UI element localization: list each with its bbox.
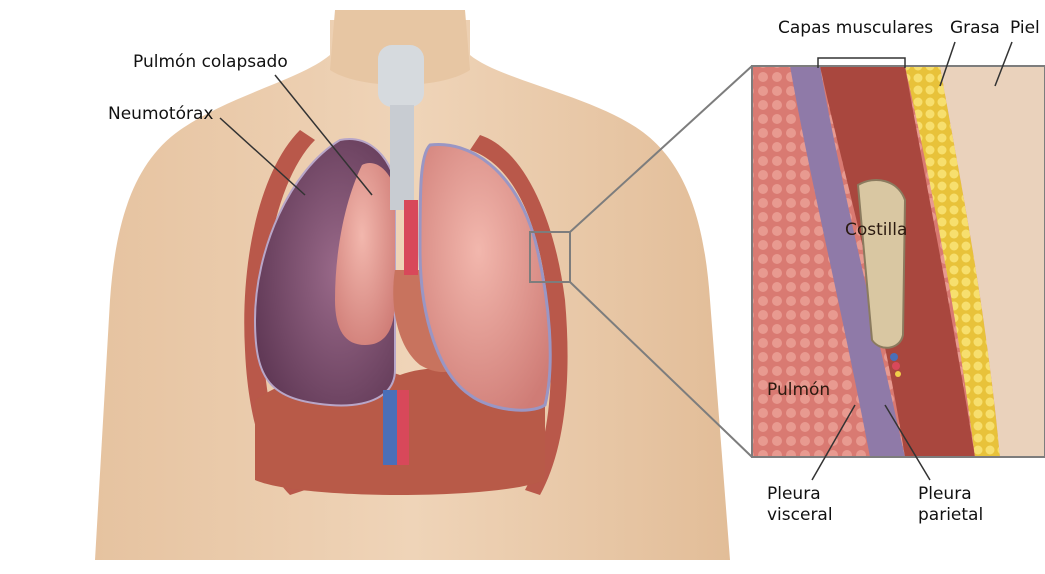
- nerve-vessel-yellow: [895, 371, 901, 377]
- larynx: [378, 45, 424, 107]
- trachea: [390, 105, 414, 210]
- label-parietal-pleura-line1: Pleura: [918, 484, 983, 505]
- label-skin: Piel: [1010, 18, 1040, 39]
- vena-cava: [383, 390, 397, 465]
- label-lung: Pulmón: [767, 380, 830, 401]
- nerve-vessel-red: [892, 362, 900, 370]
- label-fat: Grasa: [950, 18, 1000, 39]
- label-visceral-pleura-line2: visceral: [767, 505, 833, 526]
- label-visceral-pleura: Pleura visceral: [767, 484, 833, 526]
- label-visceral-pleura-line1: Pleura: [767, 484, 833, 505]
- label-rib: Costilla: [845, 220, 907, 241]
- label-parietal-pleura: Pleura parietal: [918, 484, 983, 526]
- label-pneumothorax: Neumotórax: [108, 104, 213, 125]
- aorta: [397, 390, 409, 465]
- label-collapsed-lung: Pulmón colapsado: [133, 52, 288, 73]
- nerve-vessel-blue: [890, 353, 898, 361]
- label-muscle-layers: Capas musculares: [778, 18, 933, 39]
- label-parietal-pleura-line2: parietal: [918, 505, 983, 526]
- aortic-arch: [404, 200, 418, 275]
